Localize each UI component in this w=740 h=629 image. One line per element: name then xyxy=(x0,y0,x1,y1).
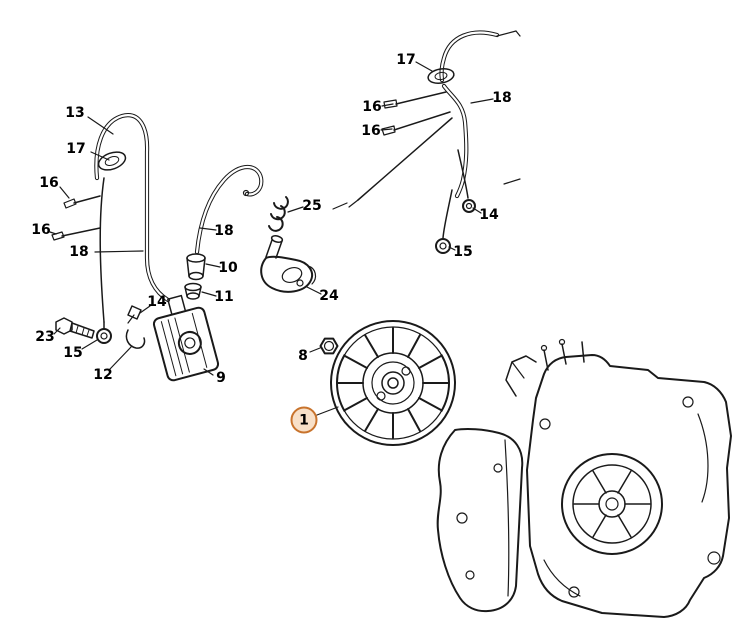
part-label-17-right[interactable]: 17 xyxy=(396,52,416,68)
part-label-18-middle[interactable]: 18 xyxy=(214,223,234,239)
ignition-lead-left-drawing xyxy=(94,113,171,303)
part-label-8[interactable]: 8 xyxy=(298,348,308,364)
part-label-15-right[interactable]: 15 xyxy=(453,244,473,260)
part-label-17-left[interactable]: 17 xyxy=(66,141,86,157)
part-label-16-left-1[interactable]: 16 xyxy=(39,175,59,191)
wiring-harness-left-drawing xyxy=(51,177,112,344)
spring-drawing xyxy=(268,196,289,232)
part-label-25[interactable]: 25 xyxy=(302,198,322,214)
plug-boot-drawing xyxy=(186,253,206,281)
part-label-24[interactable]: 24 xyxy=(319,288,339,304)
part-label-9[interactable]: 9 xyxy=(216,370,226,386)
ignition-lead-right-drawing xyxy=(427,30,521,199)
part-label-11[interactable]: 11 xyxy=(214,289,234,305)
leader-lines xyxy=(49,61,494,416)
part-label-1-highlighted[interactable]: 1 xyxy=(290,406,318,434)
part-label-12[interactable]: 12 xyxy=(93,367,113,383)
crankcase-drawing xyxy=(436,338,732,618)
part-label-18-left[interactable]: 18 xyxy=(69,244,89,260)
part-label-16-left-2[interactable]: 16 xyxy=(31,222,51,238)
flywheel-drawing xyxy=(330,320,456,446)
clamp-drawing xyxy=(125,329,146,349)
part-label-15-left[interactable]: 15 xyxy=(63,345,83,361)
part-label-14-left[interactable]: 14 xyxy=(147,294,167,310)
clip-drawing xyxy=(127,305,142,324)
bolt-drawing xyxy=(55,317,95,339)
part-label-10[interactable]: 10 xyxy=(218,260,238,276)
ignition-coil-drawing xyxy=(152,294,220,382)
flywheel-nut-drawing xyxy=(319,337,339,355)
part-label-13[interactable]: 13 xyxy=(65,105,85,121)
part-label-14-right[interactable]: 14 xyxy=(479,207,499,223)
part-label-23[interactable]: 23 xyxy=(35,329,55,345)
part-label-16-right-2[interactable]: 16 xyxy=(361,123,381,139)
switch-shaft-drawing xyxy=(260,235,317,293)
ignition-lead-middle-drawing xyxy=(194,164,264,255)
part-label-16-right-1[interactable]: 16 xyxy=(362,99,382,115)
wiring-harness-right-drawing xyxy=(332,91,521,254)
part-label-18-right[interactable]: 18 xyxy=(492,90,512,106)
insulator-drawing xyxy=(184,282,202,300)
